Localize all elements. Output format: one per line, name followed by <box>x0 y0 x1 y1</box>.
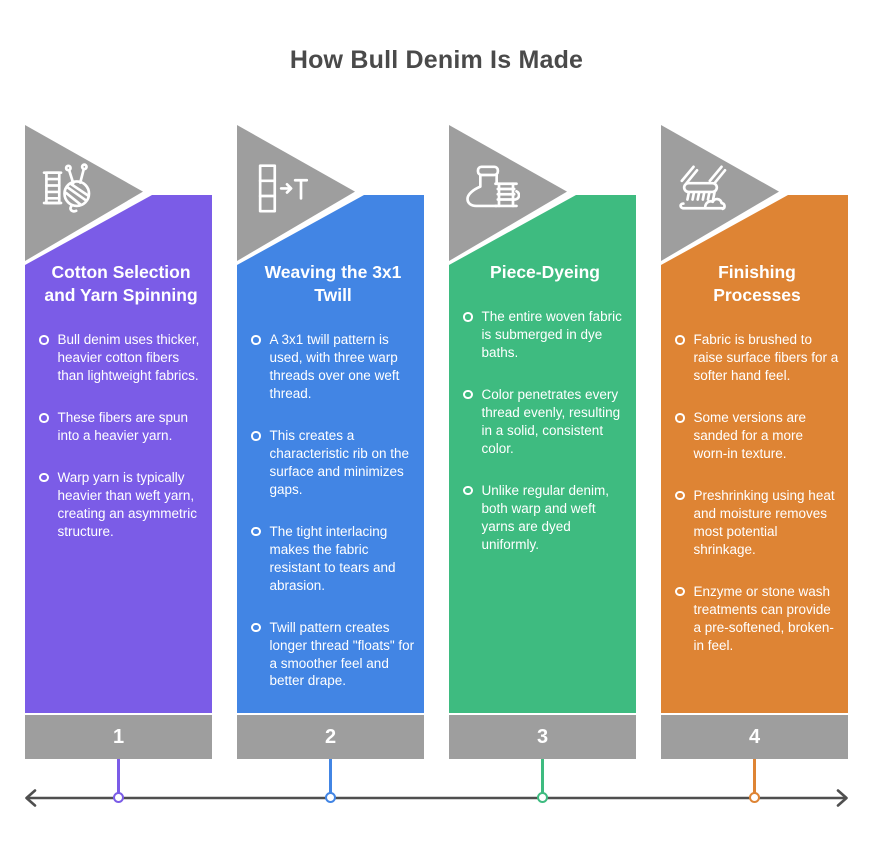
timeline-dot <box>112 792 124 803</box>
bullet-text: Preshrinking using heat and moisture rem… <box>693 487 835 557</box>
bullet-text: Enzyme or stone wash treatments can prov… <box>693 583 834 653</box>
list-item: Color penetrates every thread evenly, re… <box>463 386 627 458</box>
bullet-text: Bull denim uses thicker, heavier cotton … <box>57 332 200 384</box>
step-number: 3 <box>536 725 549 748</box>
connector-line <box>117 759 120 796</box>
arrow-right-icon <box>836 789 848 807</box>
timeline-dot <box>748 792 760 803</box>
bullet-list: A 3x1 twill pattern is used, with three … <box>251 331 415 690</box>
bullet-list: The entire woven fabric is submerged in … <box>463 308 627 553</box>
bullet-marker-icon <box>463 485 473 496</box>
list-item: Warp yarn is typically heavier than weft… <box>39 469 203 541</box>
arrow-left-icon <box>25 789 37 807</box>
list-item: Twill pattern creates longer thread "flo… <box>251 619 415 691</box>
step-column: Weaving the 3x1 Twill A 3x1 twill patter… <box>237 125 424 803</box>
step-column: Finishing Processes Fabric is brushed to… <box>661 125 848 803</box>
step-number-bar: 1 <box>25 715 212 759</box>
bullet-marker-icon <box>251 335 261 345</box>
step-title: Finishing Processes <box>713 262 801 306</box>
step-panel: Weaving the 3x1 Twill A 3x1 twill patter… <box>237 195 424 713</box>
brush-finishing-icon <box>676 161 732 217</box>
list-item: The tight interlacing makes the fabric r… <box>251 523 415 595</box>
bullet-marker-icon <box>675 490 685 501</box>
timeline-arrow <box>25 789 848 807</box>
bullet-marker-icon <box>39 472 49 483</box>
connector-line <box>753 759 756 796</box>
bullet-marker-icon <box>251 526 261 537</box>
step-column: Cotton Selection and Yarn Spinning Bull … <box>25 125 212 803</box>
page-title: How Bull Denim Is Made <box>289 46 584 74</box>
step-panel: Finishing Processes Fabric is brushed to… <box>661 195 848 713</box>
bullet-marker-icon <box>251 431 261 441</box>
step-title: Cotton Selection and Yarn Spinning <box>44 262 198 306</box>
bullet-text: Some versions are sanded for a more worn… <box>693 410 807 461</box>
bullet-marker-icon <box>463 389 473 400</box>
bullet-marker-icon <box>675 413 685 423</box>
list-item: A 3x1 twill pattern is used, with three … <box>251 331 415 403</box>
list-item: This creates a characteristic rib on the… <box>251 427 415 499</box>
bullet-text: These fibers are spun into a heavier yar… <box>57 410 189 443</box>
step-number: 2 <box>324 725 337 748</box>
bullet-marker-icon <box>675 586 685 597</box>
bullet-text: Color penetrates every thread evenly, re… <box>481 386 621 456</box>
bullet-text: The entire woven fabric is submerged in … <box>481 309 622 360</box>
dye-boot-icon <box>464 161 520 217</box>
step-number: 4 <box>748 725 761 748</box>
timeline-dot <box>536 792 548 803</box>
step-title: Weaving the 3x1 Twill <box>264 262 402 306</box>
list-item: The entire woven fabric is submerged in … <box>463 308 627 362</box>
connector-line <box>329 759 332 796</box>
list-item: Fabric is brushed to raise surface fiber… <box>675 331 839 385</box>
step-number: 1 <box>112 725 125 748</box>
bullet-marker-icon <box>39 413 49 423</box>
step-panel: Piece-Dyeing The entire woven fabric is … <box>449 195 636 713</box>
bullet-text: This creates a characteristic rib on the… <box>269 428 410 497</box>
step-panel: Cotton Selection and Yarn Spinning Bull … <box>25 195 212 713</box>
bullet-marker-icon <box>675 335 685 345</box>
connector-line <box>541 759 544 796</box>
list-item: These fibers are spun into a heavier yar… <box>39 409 203 445</box>
step-column: Piece-Dyeing The entire woven fabric is … <box>449 125 636 803</box>
bullet-marker-icon <box>39 335 49 345</box>
bullet-list: Bull denim uses thicker, heavier cotton … <box>39 331 203 541</box>
steps-row: Cotton Selection and Yarn Spinning Bull … <box>25 125 848 803</box>
list-item: Unlike regular denim, both warp and weft… <box>463 482 627 554</box>
yarn-ball-spool-icon <box>40 161 96 217</box>
timeline-dot <box>324 792 336 803</box>
bullet-text: Unlike regular denim, both warp and weft… <box>481 482 610 552</box>
bullet-marker-icon <box>463 312 473 322</box>
twill-weave-icon <box>252 161 308 217</box>
step-number-bar: 3 <box>449 715 636 759</box>
bullet-list: Fabric is brushed to raise surface fiber… <box>675 331 839 654</box>
bullet-marker-icon <box>251 622 261 633</box>
bullet-text: A 3x1 twill pattern is used, with three … <box>269 332 400 402</box>
bullet-text: Twill pattern creates longer thread "flo… <box>269 619 415 689</box>
step-title: Piece-Dyeing <box>490 262 600 282</box>
step-number-bar: 2 <box>237 715 424 759</box>
bullet-text: Warp yarn is typically heavier than weft… <box>57 469 198 539</box>
step-number-bar: 4 <box>661 715 848 759</box>
list-item: Preshrinking using heat and moisture rem… <box>675 487 839 559</box>
list-item: Some versions are sanded for a more worn… <box>675 409 839 463</box>
list-item: Bull denim uses thicker, heavier cotton … <box>39 331 203 385</box>
bullet-text: The tight interlacing makes the fabric r… <box>269 523 396 593</box>
list-item: Enzyme or stone wash treatments can prov… <box>675 583 839 655</box>
bullet-text: Fabric is brushed to raise surface fiber… <box>693 332 839 384</box>
